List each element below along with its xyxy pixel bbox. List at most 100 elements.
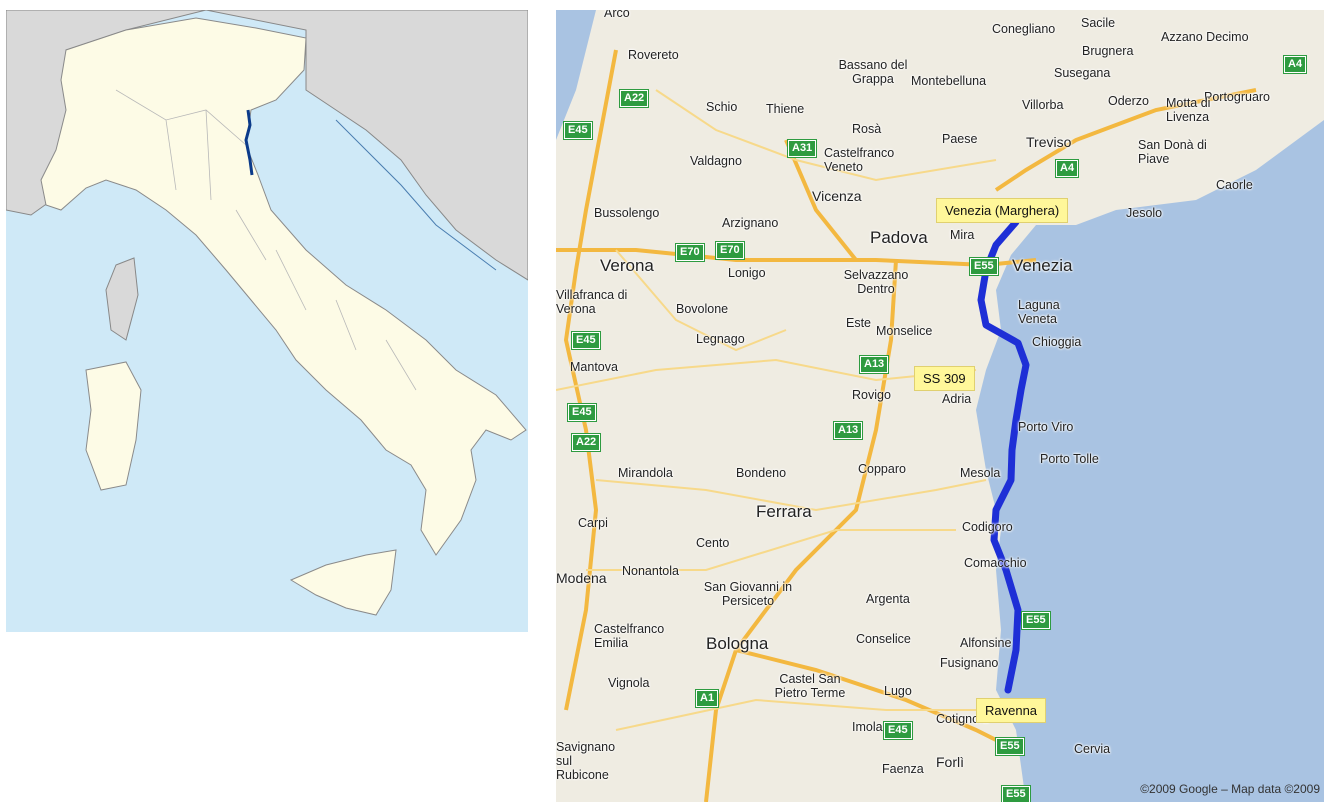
city-label: Brugnera — [1082, 44, 1134, 58]
city-label: Villorba — [1022, 98, 1064, 112]
city-label: Fusignano — [940, 656, 999, 670]
highway-shield: A31 — [786, 139, 818, 158]
city-label: Oderzo — [1108, 94, 1149, 108]
city-label: Vicenza — [812, 188, 862, 204]
sicily — [289, 549, 397, 616]
city-label: Castelfranco Veneto — [824, 146, 895, 174]
adriatic-coastline — [335, 119, 497, 271]
city-label: Arzignano — [722, 216, 779, 230]
italy-locator-map — [5, 9, 529, 632]
city-label: Mirandola — [618, 466, 673, 480]
city-label: Este — [846, 316, 872, 330]
highway-shield: A4 — [1282, 55, 1308, 74]
city-label: Savignano sul Rubicone — [556, 740, 616, 782]
city-label: Jesolo — [1126, 206, 1163, 220]
city-label: Alfonsine — [960, 636, 1012, 650]
corsica — [105, 257, 139, 341]
highway-shield: E55 — [995, 737, 1025, 756]
city-label: Cotignola — [936, 712, 989, 726]
city-label: Copparo — [858, 462, 906, 476]
highway-shield: A22 — [570, 433, 602, 452]
city-label: Porto Viro — [1018, 420, 1074, 434]
highway-shield: A13 — [858, 355, 890, 374]
city-label: Monselice — [876, 324, 933, 338]
city-label: Valdagno — [690, 154, 742, 168]
highway-shield: E45 — [571, 331, 601, 350]
city-label-large: Bologna — [706, 634, 769, 653]
route-line-ss309 — [977, 218, 1030, 694]
highway-shield: E55 — [969, 257, 999, 276]
city-label: Nonantola — [622, 564, 679, 578]
city-label: San Giovanni in Persiceto — [703, 580, 793, 608]
highway-shield: E70 — [675, 243, 705, 262]
highway-shield: A22 — [618, 89, 650, 108]
city-label: Laguna Veneta — [1018, 298, 1060, 326]
city-label: Arco — [604, 10, 630, 20]
region-borders — [115, 89, 417, 391]
city-label: Selvazzano Dentro — [843, 268, 909, 296]
route-end-callout: Ravenna — [976, 698, 1047, 723]
adriatic-sea — [976, 120, 1324, 802]
city-label: Carpi — [578, 516, 608, 530]
city-label: Conselice — [856, 632, 911, 646]
sardinia — [85, 361, 142, 491]
city-label: Caorle — [1216, 178, 1253, 192]
main-roads — [556, 89, 997, 731]
city-label: Paese — [942, 132, 978, 146]
city-label: Comacchio — [964, 556, 1027, 570]
detail-map-canvas — [556, 10, 1324, 802]
city-label: Codigoro — [962, 520, 1013, 534]
route-start-callout: Venezia (Marghera) — [936, 198, 1069, 223]
city-label: Villafranca di Verona — [556, 288, 628, 316]
highway-shield: E45 — [567, 403, 597, 422]
city-label: Mesola — [960, 466, 1001, 480]
city-label: Lugo — [884, 684, 912, 698]
city-label: Portogruaro — [1204, 90, 1271, 104]
city-label: Motta di Livenza — [1166, 96, 1211, 124]
detail-map[interactable]: Arco Rovereto Conegliano Sacile Azzano D… — [556, 10, 1324, 802]
city-label: Faenza — [882, 762, 924, 776]
highway-shield: A13 — [832, 421, 864, 440]
city-label: Schio — [706, 100, 738, 114]
city-label: Vignola — [608, 676, 650, 690]
highway-shield: E55 — [1001, 785, 1031, 802]
highway-shield: E55 — [1021, 611, 1051, 630]
city-label: Argenta — [866, 592, 910, 606]
city-label: Adria — [942, 392, 972, 406]
city-label: Sacile — [1081, 16, 1116, 30]
city-label: Treviso — [1026, 134, 1072, 150]
city-label: Mira — [950, 228, 975, 242]
city-label: Lonigo — [728, 266, 766, 280]
city-label: Bussolengo — [594, 206, 660, 220]
city-label: Bondeno — [736, 466, 787, 480]
city-label: San Donà di Piave — [1138, 138, 1207, 166]
city-label: Modena — [556, 570, 607, 586]
map-copyright: ©2009 Google – Map data ©2009 — [1140, 782, 1320, 796]
city-label: Thiene — [766, 102, 805, 116]
city-label: Mantova — [570, 360, 618, 374]
city-label: Rosà — [852, 122, 882, 136]
city-label: Cento — [696, 536, 730, 550]
route-line-overview — [244, 109, 254, 176]
city-label-large: Padova — [870, 228, 928, 247]
city-label: Azzano Decimo — [1161, 30, 1249, 44]
city-label: Conegliano — [992, 22, 1056, 36]
lake-garda — [556, 10, 596, 140]
city-label: Rovereto — [628, 48, 679, 62]
city-label-large: Verona — [600, 256, 654, 275]
city-label: Legnago — [696, 332, 745, 346]
highway-shield: E45 — [883, 721, 913, 740]
city-label: Castelfranco Emilia — [594, 622, 665, 650]
city-label: Porto Tolle — [1040, 452, 1099, 466]
city-label: Bassano del Grappa — [838, 58, 908, 86]
city-label: Imola — [852, 720, 883, 734]
road-name-callout: SS 309 — [914, 366, 975, 391]
highway-network — [556, 49, 1257, 802]
highway-shield: A4 — [1054, 159, 1080, 178]
city-label: Castel San Pietro Terme — [774, 672, 846, 700]
highway-shield: E45 — [563, 121, 593, 140]
city-label: Susegana — [1054, 66, 1111, 80]
city-label: Rovigo — [852, 388, 891, 402]
city-label-large: Ferrara — [756, 502, 812, 521]
city-label-large: Venezia — [1012, 256, 1073, 275]
